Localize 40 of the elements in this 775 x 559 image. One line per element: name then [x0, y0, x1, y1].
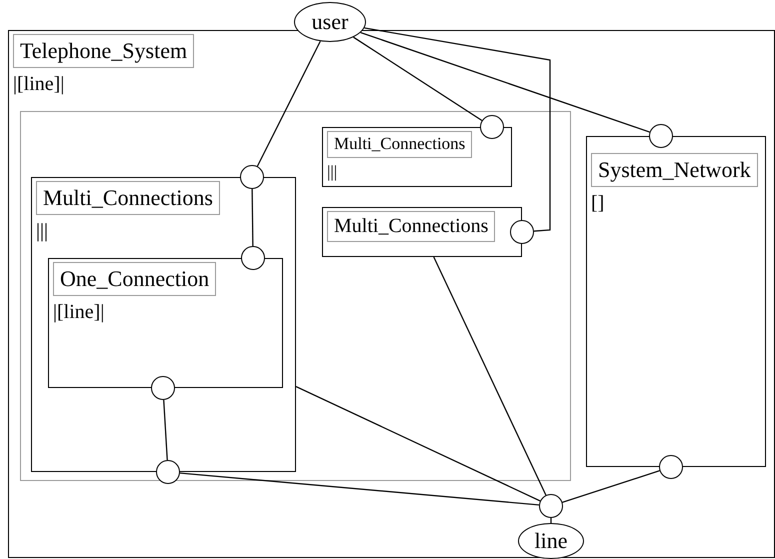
process-expression: |[line]|	[53, 300, 104, 324]
port-circle	[510, 220, 534, 244]
process-box	[322, 207, 522, 257]
port-circle	[151, 376, 175, 400]
connector-line	[562, 470, 660, 503]
connector-line	[252, 189, 254, 246]
channel-ellipse: user	[294, 2, 366, 42]
port-circle	[649, 124, 673, 148]
process-expression: []	[591, 190, 604, 215]
port-circle	[480, 115, 504, 139]
connector-line	[163, 400, 168, 460]
process-title: Multi_Connections	[36, 181, 220, 215]
connector-line	[296, 386, 540, 502]
process-expression: |||	[36, 218, 48, 243]
process-box	[8, 30, 775, 558]
process-box	[48, 258, 283, 388]
process-expression: |||	[327, 162, 338, 182]
process-title: System_Network	[591, 153, 758, 187]
port-circle	[240, 165, 264, 189]
connector-line	[256, 41, 321, 167]
channel-ellipse: line	[518, 523, 584, 559]
process-title: One_Connection	[53, 262, 216, 296]
process-expression: |[line]|	[13, 72, 64, 96]
process-title: Multi_Connections	[327, 211, 496, 242]
port-circle	[539, 494, 563, 518]
port-circle	[156, 460, 180, 484]
connector-line	[353, 36, 482, 121]
connector-line	[550, 518, 552, 523]
port-circle	[659, 455, 683, 479]
connector-line	[360, 32, 650, 133]
connector-line	[180, 472, 540, 506]
port-circle	[241, 246, 265, 270]
process-title: Telephone_System	[13, 34, 194, 68]
connector-line	[364, 27, 551, 232]
connector-line	[433, 256, 546, 496]
process-box	[586, 136, 766, 467]
group-frame	[20, 111, 571, 481]
process-box	[322, 127, 512, 187]
process-title: Multi_Connections	[327, 131, 472, 158]
process-box	[31, 177, 296, 472]
